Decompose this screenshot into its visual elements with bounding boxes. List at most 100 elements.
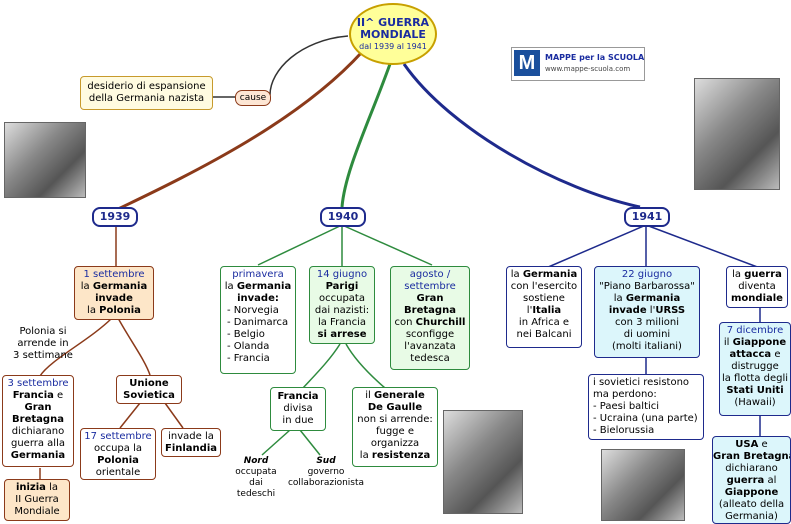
t: Francia [277, 391, 319, 402]
t: occupata [235, 467, 277, 477]
t: Nord [243, 456, 269, 466]
date-1-settembre: 1 settembre [83, 269, 145, 280]
tank-photo [4, 122, 86, 198]
t: la [45, 482, 59, 493]
t: 17 settembre [84, 431, 152, 442]
t: dichiarano [725, 463, 778, 474]
t: USA [735, 439, 759, 450]
t: Churchill [415, 317, 466, 328]
t: Finlandia [164, 443, 217, 454]
t: governo [307, 467, 345, 477]
t: invade la [168, 431, 214, 442]
node-agosto: agosto / settembre Gran Bretagna con Chu… [390, 266, 470, 370]
t: Germania [625, 293, 681, 304]
t: divisa [283, 403, 313, 414]
logo-url: www.mappe-scuola.com [545, 65, 631, 73]
t: Gran [416, 293, 444, 304]
t: di uomini [623, 329, 671, 340]
node-sud: Sud governo collaborazionista [284, 456, 368, 489]
t: mondiale [731, 293, 783, 304]
t: - Bielorussia [593, 425, 655, 436]
t: 3 settimane [13, 350, 73, 361]
t: Sud [316, 456, 336, 466]
node-7-dicembre: 7 dicembre il Giappone attacca e distrug… [719, 322, 791, 416]
t: i sovietici resistono [593, 377, 690, 388]
node-22-giugno: 22 giugno "Piano Barbarossa" la Germania… [594, 266, 700, 358]
t: si arrese [317, 329, 367, 340]
node-1-settembre: 1 settembre la Germania invade la Poloni… [74, 266, 154, 320]
cause-text-1: desiderio di espansione [87, 81, 206, 92]
t: l' [646, 305, 656, 316]
t: diventa [738, 281, 776, 292]
t: al [764, 475, 777, 486]
t: (Hawaii) [734, 397, 776, 408]
t: resistenza [371, 450, 431, 461]
t: sconfigge [405, 329, 455, 340]
t: organizza [370, 438, 420, 449]
t: in Africa e [518, 317, 570, 328]
t: invade [608, 305, 647, 316]
arc-de-triomphe-photo [443, 410, 523, 514]
t: Germania [236, 281, 292, 292]
node-17-settembre: 17 settembre occupa la Polonia orientale [80, 428, 156, 480]
t: il [723, 337, 733, 348]
t: Sovietica [123, 390, 175, 401]
t: Parigi [325, 281, 359, 292]
t: 22 giugno [621, 269, 673, 280]
t: la [224, 281, 237, 292]
t: con [394, 317, 416, 328]
t: la flotta degli [721, 373, 789, 384]
t: guerra [744, 269, 782, 280]
t: in due [282, 415, 314, 426]
cause-text-2: della Germania nazista [88, 93, 205, 104]
t: Germania) [725, 511, 778, 522]
t: II Guerra [15, 494, 59, 505]
t: (alleato della [718, 499, 785, 510]
title-line1: II^ GUERRA [356, 16, 430, 29]
t: la [87, 305, 100, 316]
t: Mondiale [14, 506, 60, 517]
t: tedesca [410, 353, 450, 364]
t: arrende in [17, 338, 69, 349]
node-mondiale: la guerra diventa mondiale [726, 266, 788, 308]
t: la [613, 293, 626, 304]
t: Bretagna [12, 414, 64, 425]
node-3-settembre: 3 settembre Francia e Gran Bretagna dich… [2, 375, 74, 467]
t: Polonia [97, 455, 139, 466]
title-dates: dal 1939 al 1941 [359, 42, 427, 51]
node-14-giugno: 14 giugno Parigi occupata dai nazisti: l… [309, 266, 375, 344]
logo-brand: MAPPE per la SCUOLA [545, 53, 645, 62]
t: URSS [655, 305, 686, 316]
t: con l'esercito [510, 281, 578, 292]
t: Gran [24, 402, 52, 413]
node-sovietici: i sovietici resistono ma perdono: - Paes… [588, 374, 704, 440]
polonia-note: Polonia si arrende in 3 settimane [4, 326, 82, 362]
t: dichiarano [11, 426, 65, 437]
logo-m-icon: M [514, 50, 540, 76]
t: il [365, 390, 374, 401]
t: Polonia [99, 305, 141, 316]
t: 14 giugno [316, 269, 368, 280]
t: Gran Bretagna [713, 451, 791, 462]
node-usa: USA e Gran Bretagna dichiarano guerra al… [712, 436, 791, 524]
t: Polonia si [19, 326, 67, 337]
t: tedeschi [236, 489, 276, 499]
branch-1939 [115, 50, 364, 212]
t: - Danimarca [227, 317, 289, 328]
t: Giappone [732, 337, 787, 348]
t: la [732, 269, 745, 280]
t: la Francia [317, 317, 367, 328]
t: (molti italiani) [612, 341, 682, 352]
t: invade [95, 293, 133, 304]
t: Germania [10, 450, 66, 461]
t: - Francia [227, 353, 270, 364]
node-inizia: inizia la II Guerra Mondiale [4, 479, 70, 521]
node-italia: la Germania con l'esercito sostiene l'It… [506, 266, 582, 348]
t: Bretagna [404, 305, 456, 316]
t: nei Balcani [516, 329, 572, 340]
t: la [80, 281, 93, 292]
t: ma perdono: [593, 389, 657, 400]
year-1940: 1940 [320, 207, 366, 227]
t: Italia [532, 305, 562, 316]
